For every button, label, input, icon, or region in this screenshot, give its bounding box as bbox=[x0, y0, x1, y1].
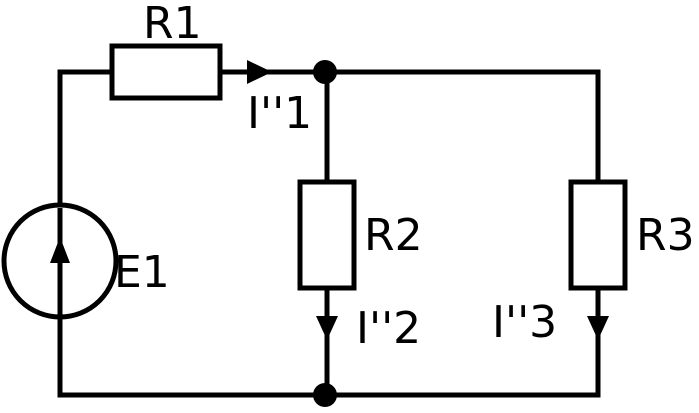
label-e1: E1 bbox=[114, 247, 170, 298]
label-r2: R2 bbox=[364, 210, 423, 261]
junction-node-icon-top bbox=[313, 60, 337, 84]
junction-node-icon-bottom bbox=[313, 383, 337, 407]
label-r1: R1 bbox=[143, 0, 202, 49]
current-arrow-icon-i1 bbox=[247, 60, 272, 84]
label-r3: R3 bbox=[636, 210, 695, 261]
label-current-i2: I''2 bbox=[356, 303, 421, 354]
resistor-r1 bbox=[109, 43, 223, 101]
resistor-r2 bbox=[297, 179, 357, 291]
label-current-i1: I''1 bbox=[247, 88, 312, 139]
label-current-i3: I''3 bbox=[492, 297, 557, 348]
current-arrow-icon-i2 bbox=[316, 316, 338, 340]
voltage-source-icon bbox=[1, 202, 119, 320]
resistor-r3 bbox=[568, 179, 628, 291]
current-arrow-icon-i3 bbox=[587, 316, 609, 340]
